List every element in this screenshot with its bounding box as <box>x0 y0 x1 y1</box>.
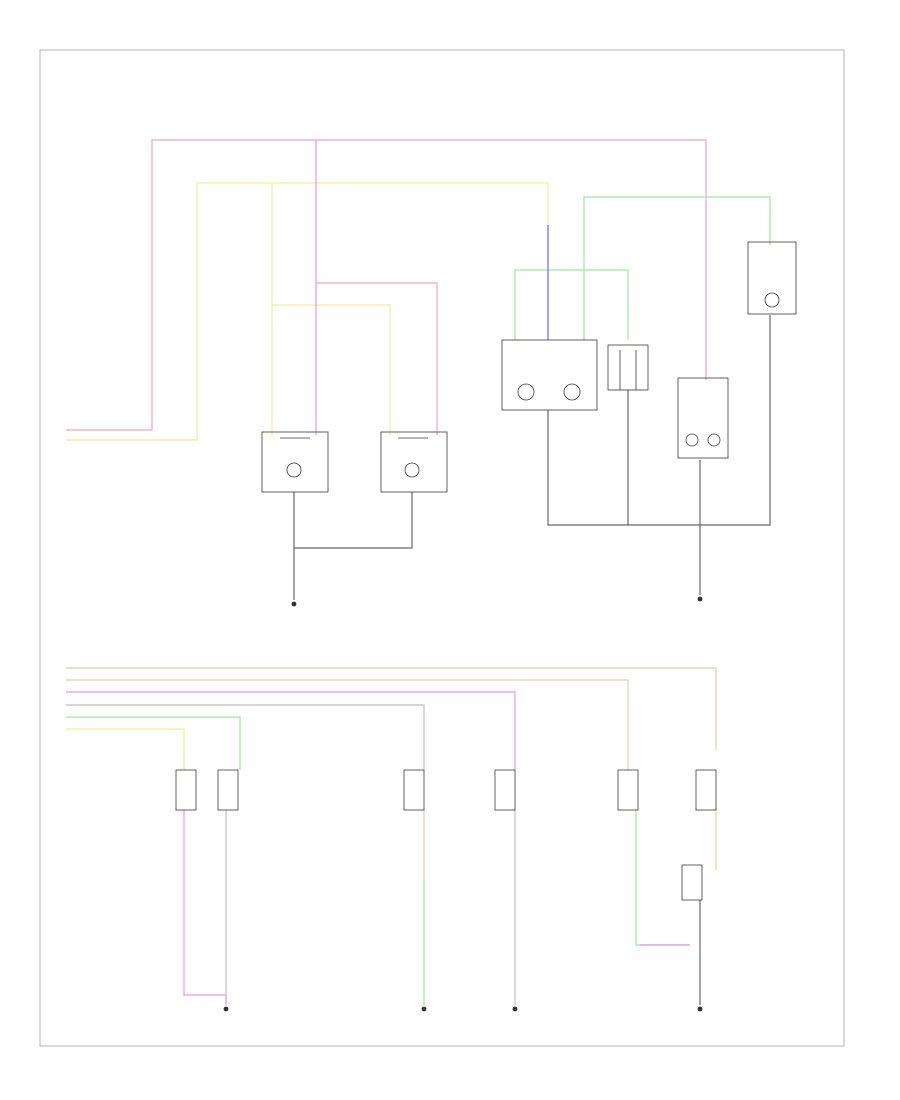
wire-gray-right-upper <box>547 315 771 526</box>
wire-orange-1 <box>66 667 717 750</box>
top-wires <box>66 139 771 600</box>
ground-bottom-3 <box>512 1006 518 1012</box>
bottom-switches <box>175 769 717 901</box>
right-upper-lamp <box>747 241 797 315</box>
ground-right <box>697 596 703 602</box>
wire-yellow-top <box>66 182 549 441</box>
ground-bottom-4 <box>697 1006 703 1012</box>
center-lamp <box>380 431 448 493</box>
switch-block <box>607 344 649 391</box>
left-lamp <box>261 431 329 493</box>
wire-pink-drop-1 <box>183 810 227 1005</box>
ground-bottom-1 <box>223 1006 229 1012</box>
wire-lightgray-4 <box>66 704 425 770</box>
ground-left <box>291 601 297 607</box>
dual-lamp <box>501 339 598 411</box>
wire-gray-center-ground <box>294 492 413 549</box>
wire-magenta-center <box>316 282 438 435</box>
wire-green-top <box>583 196 771 245</box>
wire-magenta-3 <box>66 691 516 770</box>
diagram-frame <box>39 49 845 1047</box>
wire-green-5 <box>66 716 241 770</box>
right-lamp <box>677 377 729 459</box>
ground-bottom-2 <box>421 1006 427 1012</box>
wire-pink-top <box>66 139 707 431</box>
wire-yellow-center-lamp <box>272 304 391 435</box>
bottom-wires <box>66 667 717 1005</box>
wire-yellow-6 <box>66 728 185 770</box>
wire-green-mid <box>514 269 629 340</box>
wire-tan-2 <box>66 679 629 770</box>
